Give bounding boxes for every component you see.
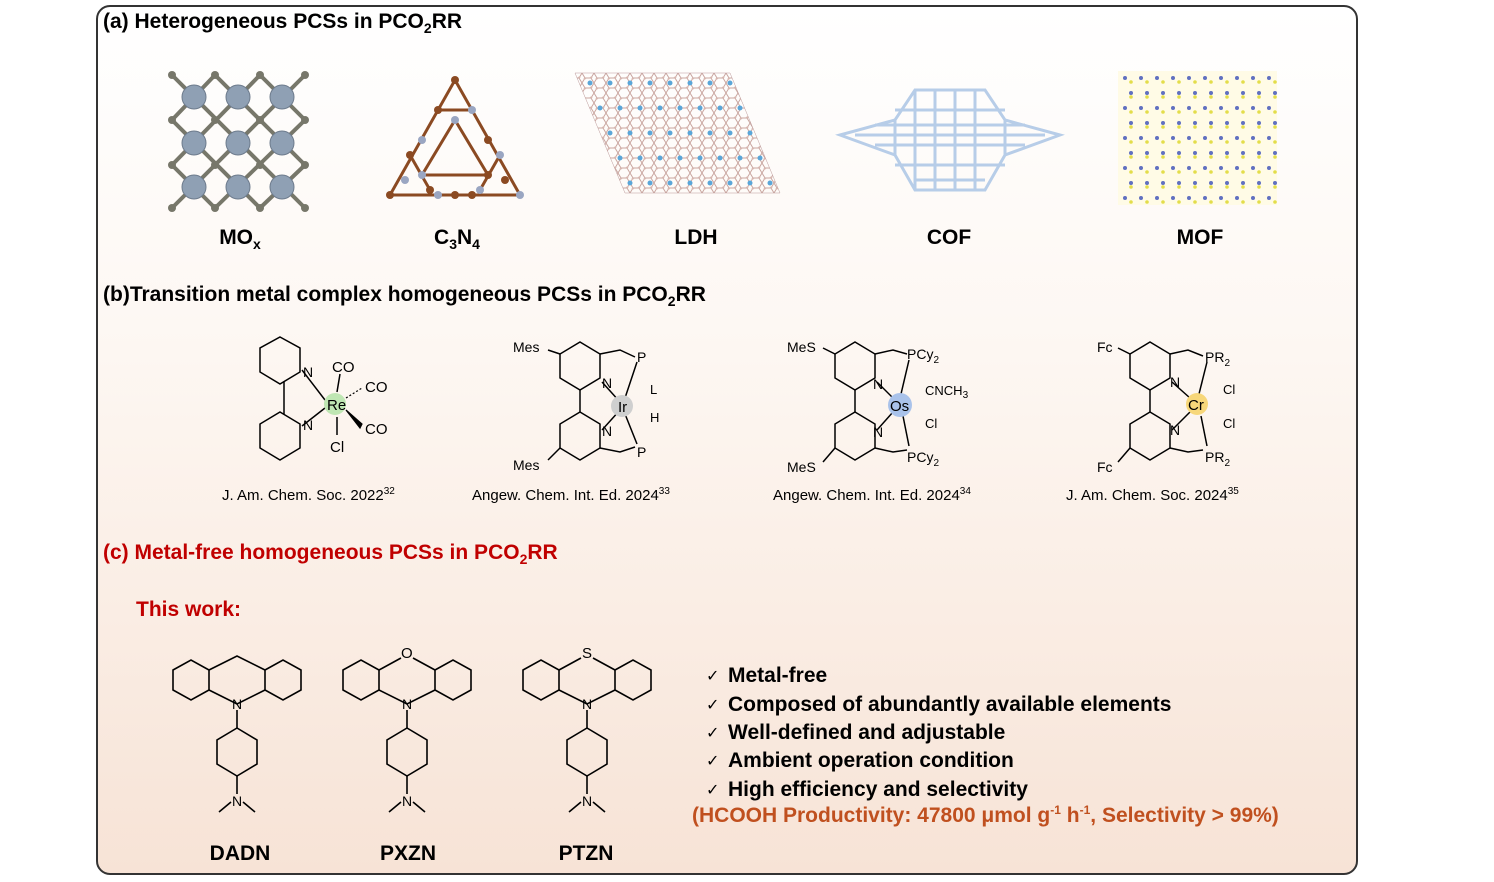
check-icon: ✓ bbox=[706, 696, 720, 714]
cof-structure bbox=[835, 88, 1065, 192]
ref-os: Angew. Chem. Int. Ed. 202434 bbox=[773, 486, 971, 504]
svg-text:MeS: MeS bbox=[787, 459, 816, 475]
svg-text:H: H bbox=[650, 410, 659, 425]
feature-list: ✓Metal-free ✓Composed of abundantly avai… bbox=[706, 662, 1171, 804]
svg-text:N: N bbox=[402, 793, 412, 809]
svg-text:CO: CO bbox=[332, 359, 355, 376]
os-complex: Os N N MeS MeS PCy2 PCy2 CNCH3 Cl bbox=[787, 339, 969, 475]
svg-text:N: N bbox=[582, 793, 592, 809]
svg-text:Ir: Ir bbox=[618, 399, 627, 416]
mof-structure bbox=[1118, 71, 1277, 205]
svg-text:N: N bbox=[232, 793, 242, 809]
svg-text:Cl: Cl bbox=[1223, 382, 1235, 397]
svg-text:CNCH3: CNCH3 bbox=[925, 383, 969, 401]
label-ptzn: PTZN bbox=[558, 842, 614, 865]
svg-text:N: N bbox=[1170, 374, 1180, 390]
cr-complex: Cr N N Fc Fc PR2 PR2 Cl Cl bbox=[1097, 339, 1235, 475]
svg-text:P: P bbox=[637, 444, 646, 460]
ir-complex: Ir N N Mes Mes P P L H bbox=[513, 339, 659, 473]
svg-text:L: L bbox=[650, 382, 657, 397]
pxzn-molecule: O N N bbox=[342, 645, 472, 813]
ldh-structure bbox=[574, 72, 781, 194]
svg-text:Fc: Fc bbox=[1097, 459, 1113, 475]
label-mox: MOx bbox=[219, 226, 261, 253]
svg-text:N: N bbox=[873, 376, 883, 392]
svg-text:Fc: Fc bbox=[1097, 339, 1113, 355]
feature-item: ✓High efficiency and selectivity bbox=[706, 777, 1028, 801]
svg-text:N: N bbox=[582, 696, 592, 712]
productivity-highlight: (HCOOH Productivity: 47800 μmol g-1 h-1,… bbox=[692, 803, 1279, 827]
svg-text:Mes: Mes bbox=[513, 457, 539, 473]
svg-text:N: N bbox=[873, 424, 883, 440]
c3n4-structure bbox=[386, 76, 524, 199]
svg-text:Cl: Cl bbox=[925, 416, 937, 431]
svg-text:N: N bbox=[303, 417, 313, 433]
svg-text:Cr: Cr bbox=[1188, 397, 1204, 414]
svg-text:PCy2: PCy2 bbox=[907, 449, 939, 469]
svg-text:MeS: MeS bbox=[787, 339, 816, 355]
ref-re: J. Am. Chem. Soc. 202232 bbox=[222, 486, 395, 504]
label-cof: COF bbox=[926, 226, 972, 249]
check-icon: ✓ bbox=[706, 781, 720, 799]
re-complex: Re N N CO CO CO Cl bbox=[259, 336, 388, 461]
this-work-label: This work: bbox=[136, 598, 242, 621]
svg-text:PR2: PR2 bbox=[1205, 449, 1230, 469]
section-c-title: (c) Metal-free homogeneous PCSs in PCO2R… bbox=[103, 541, 558, 568]
svg-text:N: N bbox=[602, 375, 612, 391]
svg-text:S: S bbox=[582, 645, 592, 662]
check-icon: ✓ bbox=[706, 753, 720, 771]
svg-text:Cl: Cl bbox=[1223, 416, 1235, 431]
ref-ir: Angew. Chem. Int. Ed. 202433 bbox=[472, 486, 670, 504]
label-dadn: DADN bbox=[209, 842, 271, 865]
svg-text:CO: CO bbox=[365, 379, 388, 396]
svg-text:N: N bbox=[232, 696, 242, 712]
label-mof: MOF bbox=[1176, 226, 1224, 249]
svg-text:N: N bbox=[402, 696, 412, 712]
label-c3n4: C3N4 bbox=[434, 226, 480, 253]
check-icon: ✓ bbox=[706, 724, 720, 742]
svg-text:PCy2: PCy2 bbox=[907, 346, 939, 366]
feature-item: ✓Ambient operation condition bbox=[706, 749, 1014, 773]
ref-cr: J. Am. Chem. Soc. 202435 bbox=[1066, 486, 1239, 504]
section-b-title: (b)Transition metal complex homogeneous … bbox=[103, 283, 706, 310]
svg-text:N: N bbox=[303, 364, 313, 380]
mox-structure bbox=[168, 71, 309, 212]
svg-text:Os: Os bbox=[890, 398, 909, 415]
svg-text:Mes: Mes bbox=[513, 339, 539, 355]
svg-text:Re: Re bbox=[327, 397, 346, 414]
dadn-molecule: N N bbox=[172, 655, 302, 813]
svg-text:Cl: Cl bbox=[330, 439, 344, 456]
feature-item: ✓Composed of abundantly available elemen… bbox=[706, 692, 1172, 716]
section-a-title: (a) Heterogeneous PCSs in PCO2RR bbox=[103, 10, 463, 37]
feature-item: ✓Well-defined and adjustable bbox=[706, 720, 1006, 744]
svg-text:CO: CO bbox=[365, 421, 388, 438]
svg-text:N: N bbox=[1170, 422, 1180, 438]
label-ldh: LDH bbox=[674, 226, 718, 249]
label-pxzn: PXZN bbox=[379, 842, 436, 865]
svg-text:P: P bbox=[637, 349, 646, 365]
feature-item: ✓Metal-free bbox=[706, 664, 828, 688]
svg-text:O: O bbox=[401, 645, 413, 662]
ptzn-molecule: S N N bbox=[522, 645, 652, 813]
check-icon: ✓ bbox=[706, 668, 720, 686]
svg-text:PR2: PR2 bbox=[1205, 349, 1230, 369]
svg-text:N: N bbox=[602, 423, 612, 439]
